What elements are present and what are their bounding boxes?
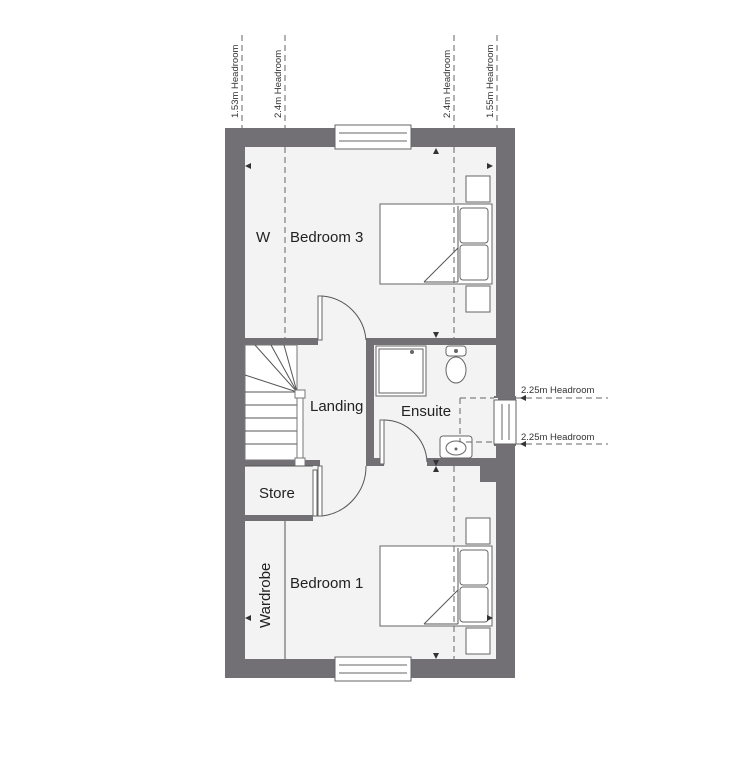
headroom-label-5: 2.25m Headroom [521,385,594,396]
bed-bedroom3 [379,175,493,313]
toilet [445,345,467,384]
headroom-label-2: 2.4m Headroom [273,50,284,118]
interior-walls [245,338,496,521]
headroom-arrows [245,148,526,659]
door-bedroom3 [317,295,367,341]
shower-tray [375,345,427,397]
window-right [493,399,517,445]
bed-bedroom1 [379,517,493,655]
basin [439,435,473,459]
headroom-lines [241,35,608,659]
window-bottom [334,656,412,682]
staircase [244,344,306,467]
headroom-label-4: 1.55m Headroom [485,45,496,118]
door-store [312,469,318,517]
headroom-label-3: 2.4m Headroom [442,50,453,118]
door-ensuite [379,419,428,465]
room-label-store: Store [259,485,295,502]
window-top [334,124,412,150]
headroom-label-1: 1.53m Headroom [230,45,241,118]
room-label-bedroom3: Bedroom 3 [290,229,363,246]
room-label-wardrobe: Wardrobe [257,563,274,628]
door-bedroom1 [317,465,367,517]
ensuite-headroom-line [459,397,494,443]
room-label-wardrobe-w: W [256,229,271,246]
room-label-ensuite: Ensuite [401,403,451,420]
headroom-label-6: 2.25m Headroom [521,432,594,443]
room-label-landing: Landing [310,398,363,415]
room-label-bedroom1: Bedroom 1 [290,575,363,592]
